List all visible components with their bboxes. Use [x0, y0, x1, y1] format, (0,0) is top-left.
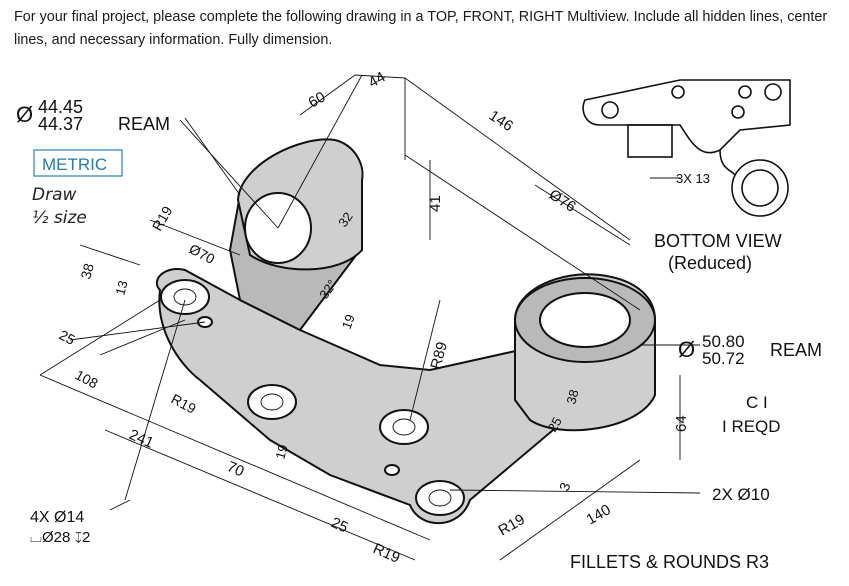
ream-right-lower: 50.72 [702, 349, 745, 368]
cbore-hole-inner [260, 393, 284, 411]
labels: Ø 44.45 44.37 REAM METRIC Draw ½ size BO… [16, 97, 822, 572]
dim-241: 241 [126, 426, 156, 452]
bottom-view-inset [582, 79, 791, 217]
part-body [155, 138, 656, 525]
ream-top-upper: 44.45 [38, 97, 83, 117]
bottom-view-subtitle: (Reduced) [668, 253, 752, 273]
dim-r19c: R19 [370, 540, 402, 567]
dim-38a: 38 [77, 261, 97, 280]
cbore-hole-inner [392, 418, 416, 436]
ream-right-symbol: Ø [678, 337, 695, 362]
dim-76: Ø76 [546, 186, 579, 216]
draw-note-line1: Draw [32, 185, 76, 205]
holes-4x-line2: ⌴Ø28 ↧2 [30, 529, 90, 546]
bottom-view-dim: 3X 13 [676, 171, 710, 186]
ream-top-word: REAM [118, 114, 170, 134]
part-note-line2: I REQD [722, 417, 781, 436]
dim-r19b: R19 [169, 391, 199, 417]
dim-r19d: R19 [496, 511, 528, 539]
dim-140: 140 [584, 501, 614, 528]
metric-label: METRIC [42, 155, 107, 174]
metric-box [33, 149, 123, 177]
cbore-hole-inner [173, 288, 197, 306]
dim-25c: 25 [545, 414, 565, 434]
ream-right-word: REAM [770, 340, 822, 360]
dim-19b: 19 [272, 443, 290, 461]
dimension-lines [39, 74, 701, 561]
dim-70b: 70 [224, 458, 246, 480]
dim-32a: 32 [335, 209, 356, 229]
instructions-text: For your final project, please complete … [14, 9, 828, 48]
dim-19a: 19 [339, 312, 358, 331]
bottom-view-title: BOTTOM VIEW [654, 231, 782, 251]
dim-r89: R89 [427, 340, 451, 371]
dim-13: 13 [112, 279, 130, 297]
ream-top-lower: 44.37 [38, 114, 83, 134]
holes-2x-label: 2X Ø10 [712, 485, 770, 504]
dim-146: 146 [486, 107, 516, 135]
dim-r19a: R19 [149, 203, 176, 233]
dim-64: 64 [673, 415, 690, 432]
dim-44: 44 [366, 68, 389, 91]
ream-top-symbol: Ø [16, 102, 33, 127]
cbore-hole [415, 480, 465, 516]
cbore-hole-inner [428, 489, 452, 507]
dim-60: 60 [306, 88, 329, 111]
cbore-hole [160, 279, 210, 315]
dim-108: 108 [73, 367, 101, 392]
ream-right-upper: 50.80 [702, 332, 745, 351]
fillets-note: FILLETS & ROUNDS R3 [570, 552, 769, 572]
draw-note-line2: ½ size [32, 208, 87, 228]
part-note-line1: C I [746, 393, 768, 412]
dim-25b: 25 [328, 514, 350, 536]
dim-25a: 25 [57, 327, 78, 349]
holes-4x-line1: 4X Ø14 [30, 509, 84, 526]
cbore-hole [247, 384, 297, 420]
dim-38b: 38 [563, 388, 581, 406]
small-hole [384, 464, 400, 476]
right-boss-bore [539, 292, 631, 348]
base-flange [155, 268, 602, 525]
dim-41: 41 [427, 195, 444, 212]
cbore-hole [379, 409, 429, 445]
